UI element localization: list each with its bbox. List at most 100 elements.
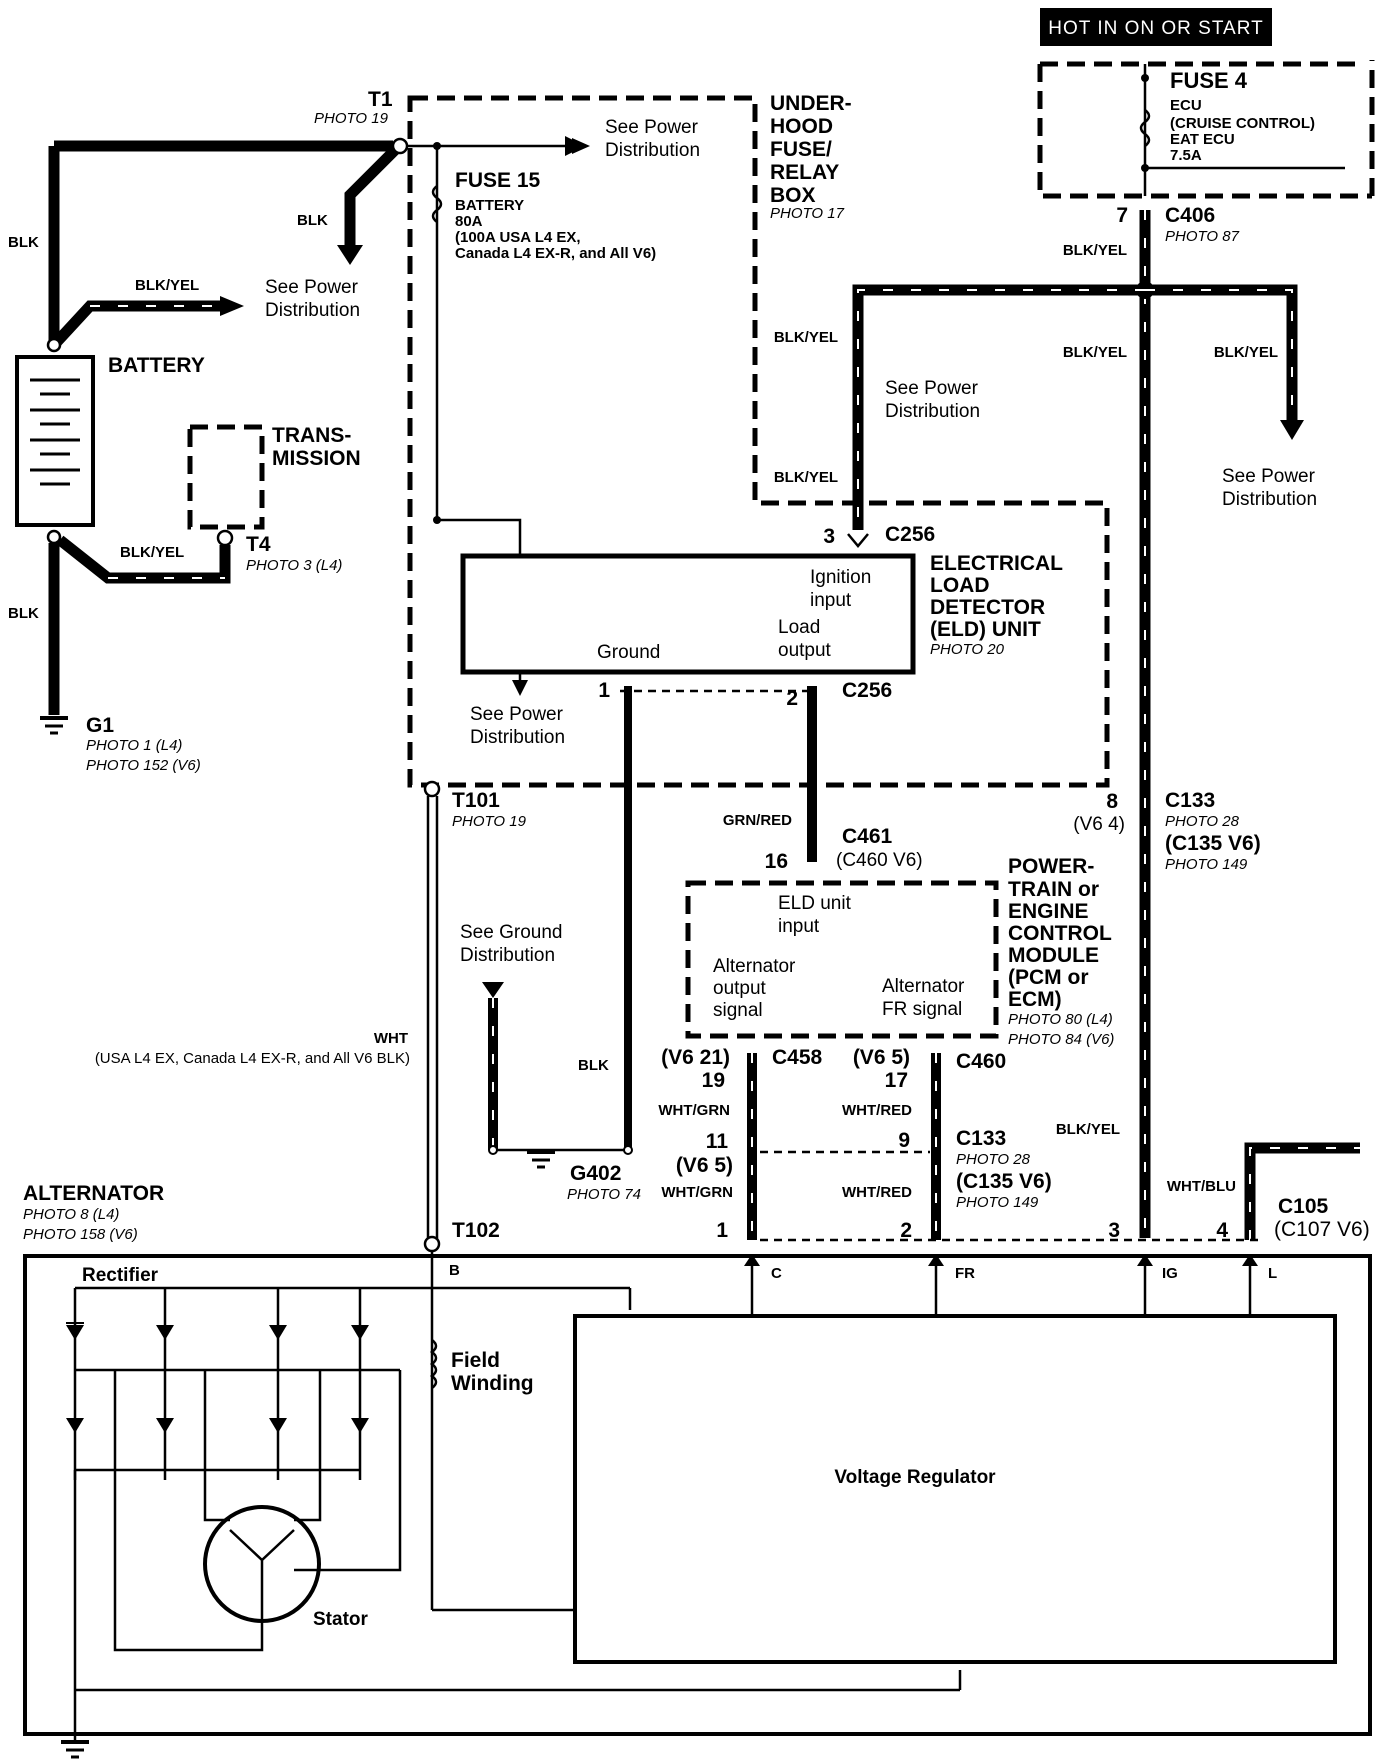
eld-pin-label: output [778,640,832,661]
wire-label: BLK/YEL [135,277,199,294]
c133-pin: 8 [1106,790,1118,813]
g402-photo: PHOTO 74 [567,1186,641,1203]
see-power-label: See Power [470,704,564,725]
c105-pin: 3 [1108,1219,1120,1242]
c133-name: C133 [956,1127,1006,1150]
pcm-pin-label: input [778,916,820,937]
wire-label: BLK [8,605,39,622]
pcm-photo: PHOTO 80 (L4) [1008,1011,1113,1028]
wire-label: WHT [374,1030,408,1047]
pcm-title: CONTROL [1008,922,1112,945]
c105-alt: (C107 V6) [1274,1218,1370,1241]
fuse4-box [1037,60,1375,199]
c105-pin: 1 [716,1219,728,1242]
eld-pin-label: input [810,590,852,611]
terminal-fr-label: FR [955,1265,975,1282]
alternator-box [23,1254,1372,1736]
see-power-label: Distribution [1222,489,1317,510]
c133-alt: (V6 5) [676,1154,733,1177]
t101-terminal [423,780,441,798]
c458-alt: (V6 21) [661,1046,730,1069]
c133-photo: PHOTO 149 [956,1194,1039,1211]
c105-pin: 2 [900,1219,912,1242]
c406-name: C406 [1165,204,1215,227]
c458-name: C458 [772,1046,823,1069]
g1-photo: PHOTO 1 (L4) [86,737,182,754]
terminal-b-label: B [449,1262,460,1279]
transmission-label: TRANS- [272,424,351,447]
g1-photo: PHOTO 152 (V6) [86,757,201,774]
t1-name: T1 [368,88,393,111]
wire-label: GRN/RED [723,812,792,829]
pcm-pin-label: signal [713,1000,763,1021]
c133-pin: 11 [706,1130,729,1153]
pcm-title: POWER- [1008,855,1094,878]
fuse4-line4: 7.5A [1170,147,1202,164]
voltage-regulator [573,1314,1337,1664]
c133-alt: (C135 V6) [956,1170,1052,1193]
eld-unit-box [460,553,916,675]
wire-label: BLK/YEL [1056,1121,1120,1138]
c406-pin: 7 [1116,204,1128,227]
eld-pin-label: Ignition [810,567,871,588]
wire-note: (USA L4 EX, Canada L4 EX-R, and All V6 B… [95,1050,410,1067]
pcm-pin-label: ELD unit [778,893,852,914]
t1-photo: PHOTO 19 [314,110,389,127]
see-ground-label: See Ground [460,922,562,943]
diode-set [66,1322,369,1433]
eld-title: (ELD) UNIT [930,618,1041,641]
eld-photo: PHOTO 20 [930,641,1005,658]
wire-label: BLK/YEL [1063,344,1127,361]
wire-label: BLK [578,1057,609,1074]
see-ground-label: Distribution [460,945,555,966]
pcm-photo: PHOTO 84 (V6) [1008,1031,1114,1048]
c256-pin: 1 [598,679,610,702]
t4-name: T4 [246,533,271,556]
c461-name: C461 [842,825,893,848]
t101-photo: PHOTO 19 [452,813,527,830]
field-winding-label: Field [451,1349,500,1372]
underhood-title: RELAY [770,161,839,184]
battery-label: BATTERY [108,354,205,377]
eld-title: ELECTRICAL [930,552,1063,575]
pcm-pin-label: FR signal [882,999,962,1020]
c133-pin: 9 [898,1129,910,1152]
see-power-label: Distribution [470,727,565,748]
t4-terminal [216,529,234,547]
alternator-photo: PHOTO 158 (V6) [23,1226,138,1243]
eld-pin-label: Load [778,617,820,638]
see-power-label: See Power [885,378,979,399]
pcm-pin-label: Alternator [713,956,796,977]
c461-pin: 16 [765,850,788,873]
pcm-box [685,880,999,1039]
c256-pin: 2 [786,687,798,710]
c460-alt: (V6 5) [853,1046,910,1069]
wire-label: WHT/BLU [1167,1178,1236,1195]
rectifier-label: Rectifier [82,1265,159,1286]
blkyel-battery-branch [49,300,220,349]
wire-label: BLK/YEL [774,329,838,346]
transmission-box [187,424,265,530]
wire-label: BLK/YEL [774,469,838,486]
c461-alt: (C460 V6) [836,850,923,871]
see-power-label: See Power [605,117,699,138]
wire-label: WHT/GRN [661,1184,733,1201]
c460-pin: 17 [885,1069,908,1092]
eld-title: DETECTOR [930,596,1045,619]
t101-name: T101 [452,789,500,812]
see-power-label: See Power [1222,466,1316,487]
pcm-title: TRAIN or [1008,878,1099,901]
g402-name: G402 [570,1162,621,1185]
pcm-title: MODULE [1008,944,1099,967]
c133-alt: (V6 4) [1073,814,1125,835]
fuse15-line: 80A [455,213,483,230]
pcm-pin-label: output [713,978,767,999]
underhood-box [407,95,1110,788]
underhood-title: BOX [770,184,816,207]
stator-label: Stator [313,1609,369,1630]
voltage-regulator-label: Voltage Regulator [834,1467,996,1488]
hot-banner [1040,8,1272,46]
fuse4-title: FUSE 4 [1170,68,1248,93]
